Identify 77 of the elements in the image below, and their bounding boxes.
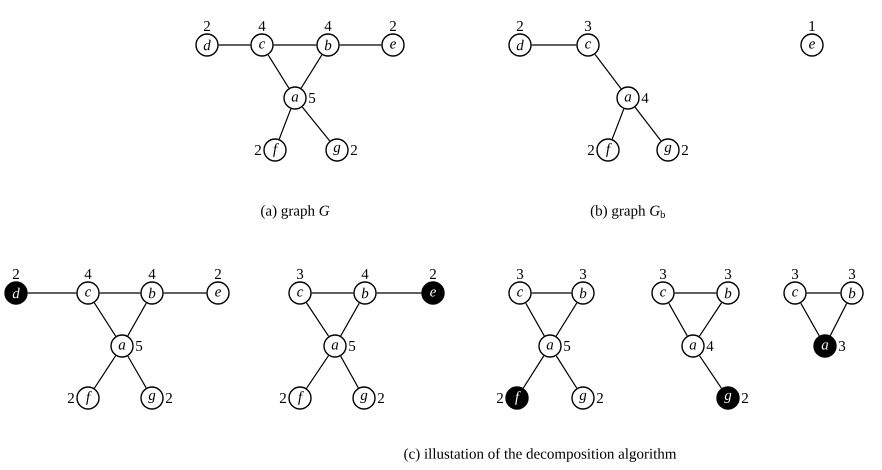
degree-label: 2	[166, 393, 172, 403]
edge-line	[556, 302, 578, 336]
degree-label: 4	[148, 269, 156, 279]
degree-label: 1	[810, 21, 815, 31]
edge-line	[800, 302, 820, 336]
degree-label: 4	[324, 21, 332, 31]
edge-line	[302, 106, 330, 142]
edge-line	[312, 292, 354, 294]
degree-label: 4	[258, 21, 266, 31]
edge-line	[127, 302, 147, 336]
degree-label: 5	[309, 93, 316, 103]
edge-line	[806, 292, 840, 294]
degree-label: 4	[642, 93, 649, 103]
degree-label: 5	[349, 341, 356, 351]
degree-label: 2	[214, 269, 221, 279]
caption: (b) graph G$_{b}$	[590, 205, 665, 219]
degree-label: 2	[254, 145, 261, 155]
degree-label: 3	[848, 268, 856, 280]
edge-line	[668, 302, 688, 336]
degree-label: 4	[84, 269, 92, 279]
degree-label: 3	[838, 340, 846, 352]
edge-line	[274, 44, 316, 46]
degree-label: 2	[588, 145, 594, 155]
degree-label: 2	[12, 269, 19, 279]
edge-line	[300, 54, 322, 88]
edge-line	[532, 44, 576, 46]
edge-line	[28, 292, 76, 294]
degree-label: 3	[516, 268, 524, 280]
degree-label: 4	[706, 341, 714, 351]
edge-line	[127, 356, 147, 388]
degree-label: 3	[580, 268, 586, 280]
edge-line	[556, 356, 578, 388]
degree-label: 3	[724, 268, 732, 280]
degree-label: 4	[362, 269, 369, 279]
edge-line	[278, 108, 292, 140]
edge-line	[532, 292, 572, 294]
edge-line	[218, 44, 250, 46]
degree-label: 2	[682, 145, 688, 155]
edge-line	[94, 355, 116, 389]
degree-label: 2	[496, 393, 503, 403]
edge-line	[340, 356, 359, 388]
degree-label: 5	[136, 341, 142, 351]
degree-label: 2	[280, 393, 286, 403]
edge-line	[340, 302, 360, 336]
edge-line	[306, 302, 330, 337]
degree-label: 3	[584, 20, 592, 32]
degree-label: 2	[390, 21, 396, 31]
degree-label: 2	[742, 393, 748, 403]
degree-label: 2	[430, 269, 436, 279]
edge-line	[100, 292, 140, 294]
edge-line	[698, 302, 722, 337]
degree-label: 2	[516, 21, 523, 31]
edge-line	[525, 302, 545, 336]
edge-line	[522, 356, 544, 388]
edge-line	[830, 303, 848, 336]
degree-label: 3	[660, 268, 666, 280]
edge-line	[94, 302, 116, 336]
edge-line	[699, 355, 722, 389]
edge-line	[306, 355, 329, 389]
edge-line	[674, 292, 716, 294]
degree-label: 5	[564, 341, 570, 351]
edge-line	[340, 44, 382, 46]
degree-label: 2	[350, 145, 357, 155]
degree-label: 2	[596, 393, 603, 403]
edge-line	[612, 108, 624, 140]
degree-label: 2	[378, 393, 384, 403]
degree-label: 3	[792, 268, 798, 280]
edge-line	[594, 54, 622, 90]
degree-label: 2	[68, 393, 74, 403]
edge-line	[376, 292, 422, 294]
edge-line	[634, 106, 662, 142]
caption: (a) graph G	[261, 205, 330, 219]
edge-line	[164, 292, 206, 294]
edge-line	[268, 54, 290, 88]
caption: (c) illustation of the decomposition algorithm	[404, 448, 676, 462]
degree-label: 2	[204, 21, 210, 31]
degree-label: 3	[296, 268, 304, 280]
